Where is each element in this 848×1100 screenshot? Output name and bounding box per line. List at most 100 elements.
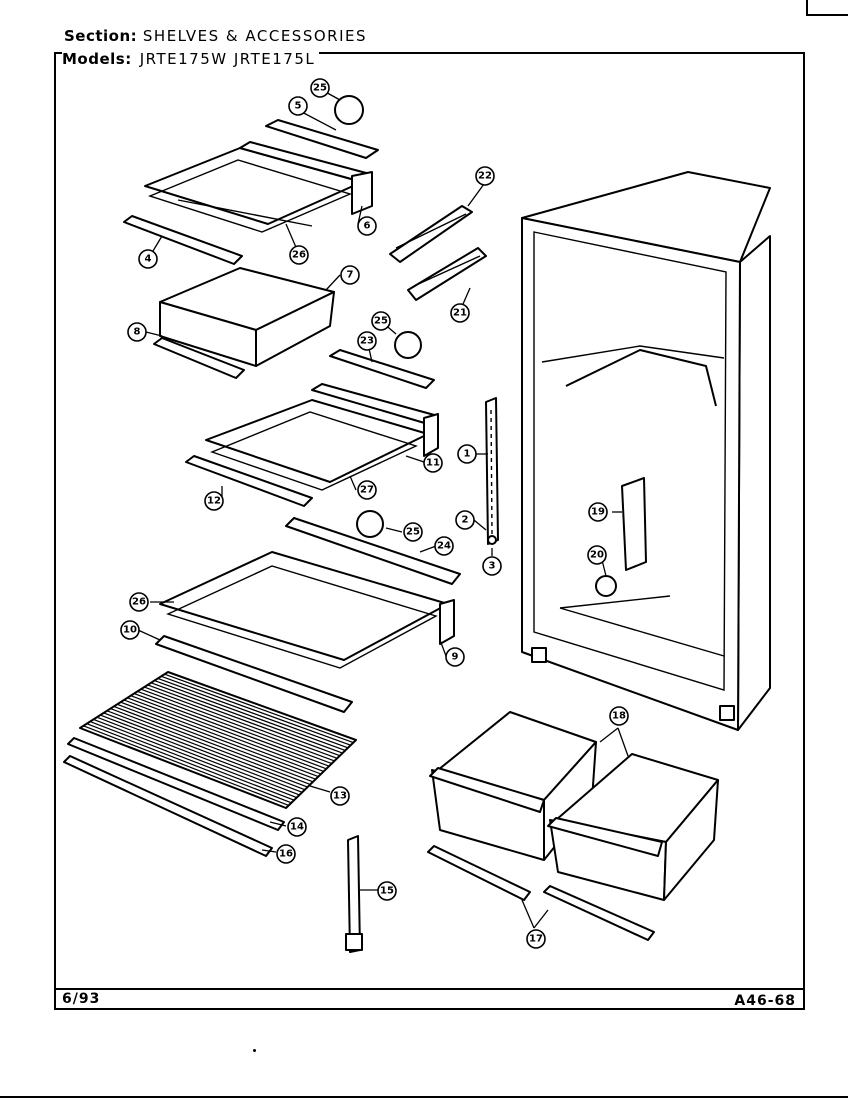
middle-shelf-front-trim <box>185 455 313 507</box>
section-label: Section: <box>64 27 138 45</box>
lower-shelf-frame-inner <box>166 565 438 669</box>
leader-lines <box>137 89 629 929</box>
svg-text:21: 21 <box>453 308 467 319</box>
svg-text:15: 15 <box>380 886 394 897</box>
models-value: JRTE175W JRTE175L <box>139 50 316 68</box>
wire-shelf <box>63 671 357 857</box>
diagram-frame <box>54 52 805 1010</box>
top-shelf-front-trim <box>123 215 243 265</box>
meat-drawer-side <box>255 291 335 367</box>
svg-text:24: 24 <box>437 541 451 552</box>
svg-text:12: 12 <box>207 496 221 507</box>
wire-rod <box>144 686 338 759</box>
callout-14: 14 <box>287 817 307 837</box>
top-shelf-cross-bar <box>177 199 313 227</box>
cabinet-divider-line <box>541 345 725 363</box>
callout-23: 23 <box>357 331 377 351</box>
lower-shelf-trim-strip <box>285 517 461 585</box>
cabinet-foot-left <box>531 647 547 663</box>
callout-9: 9 <box>445 647 465 667</box>
svg-text:23: 23 <box>360 336 374 347</box>
callout-24: 24 <box>434 536 454 556</box>
scan-dot <box>253 1049 256 1052</box>
callout-16: 16 <box>276 844 296 864</box>
callout-27: 27 <box>357 480 377 500</box>
callout-26-top: 26 <box>289 245 309 265</box>
cabinet-bracket-19 <box>621 477 647 571</box>
wire-rod <box>130 695 327 770</box>
clip-icon-top <box>334 95 364 125</box>
clip-icons <box>334 95 422 538</box>
callout-19: 19 <box>588 502 608 522</box>
bottom-edge-rule <box>0 1096 848 1098</box>
shelf-support-track <box>485 397 499 545</box>
svg-text:22: 22 <box>478 171 492 182</box>
middle-shelf-trim-strip <box>329 349 435 389</box>
svg-text:26: 26 <box>132 597 146 608</box>
wire-rod <box>120 701 319 778</box>
crisper-drawers <box>427 711 719 941</box>
svg-text:18: 18 <box>612 711 626 722</box>
svg-text:16: 16 <box>279 849 293 860</box>
callout-10: 10 <box>120 620 140 640</box>
callout-21: 21 <box>450 303 470 323</box>
models-label: Models: <box>62 50 132 68</box>
lower-shelf-front-trim <box>155 635 353 713</box>
upper-rails <box>389 205 487 301</box>
wire-rod <box>127 697 324 772</box>
wire-rod <box>147 684 341 757</box>
crisper-rail-left <box>427 845 531 901</box>
wire-rod <box>157 677 349 749</box>
wire-rod <box>137 690 332 765</box>
wire-rod <box>123 699 322 775</box>
svg-text:2: 2 <box>462 515 469 526</box>
clip-icon-low <box>356 510 384 538</box>
callout-25-top: 25 <box>310 78 330 98</box>
callout-7: 7 <box>340 265 360 285</box>
svg-text:5: 5 <box>295 101 302 112</box>
callout-2: 2 <box>455 510 475 530</box>
wire-rod <box>117 703 316 780</box>
callout-3: 3 <box>482 556 502 576</box>
callouts: 25 5 22 6 4 26 7 21 8 25 23 1 11 27 12 2… <box>120 78 629 949</box>
wire-rod <box>96 716 300 796</box>
svg-text:14: 14 <box>290 822 304 833</box>
top-shelf-glass <box>144 147 363 225</box>
callout-6: 6 <box>357 216 377 236</box>
wire-rod <box>154 680 346 752</box>
svg-text:11: 11 <box>426 458 440 469</box>
callout-8-drawer: 8 <box>127 322 147 342</box>
cabinet-side <box>737 235 771 731</box>
cabinet-screw-20 <box>595 575 617 597</box>
wire-shelf-trim-14 <box>67 737 285 831</box>
callout-4: 4 <box>138 249 158 269</box>
callout-20-low: 20 <box>587 545 607 565</box>
refrigerator-cabinet <box>521 171 771 731</box>
svg-text:6: 6 <box>364 221 371 232</box>
callout-17: 17 <box>526 929 546 949</box>
svg-text:19: 19 <box>591 507 605 518</box>
svg-text:25: 25 <box>374 316 388 327</box>
footer-divider <box>54 988 805 990</box>
wire-rod <box>83 725 289 806</box>
svg-text:7: 7 <box>347 270 354 281</box>
meat-drawer-handle <box>153 337 245 379</box>
callout-1: 1 <box>457 444 477 464</box>
wire-rod <box>113 705 314 783</box>
top-shelf-bracket <box>351 171 373 215</box>
wire-shelf-wires <box>83 673 354 806</box>
cabinet-foot-right <box>719 705 735 721</box>
rail-part-22-ribs <box>395 213 467 249</box>
cabinet-liner <box>533 231 727 691</box>
wire-rod <box>164 673 354 744</box>
callout-13: 13 <box>330 786 350 806</box>
vertical-track <box>485 397 499 545</box>
footer-page-code: A46-68 <box>734 993 796 1009</box>
wire-rod <box>93 718 297 799</box>
vertical-bar-foot <box>345 933 363 951</box>
callout-22: 22 <box>475 166 495 186</box>
rail-part-21 <box>407 247 487 301</box>
cabinet-floor-line-2 <box>559 595 671 609</box>
models-heading: Models: JRTE175W JRTE175L <box>62 50 320 68</box>
